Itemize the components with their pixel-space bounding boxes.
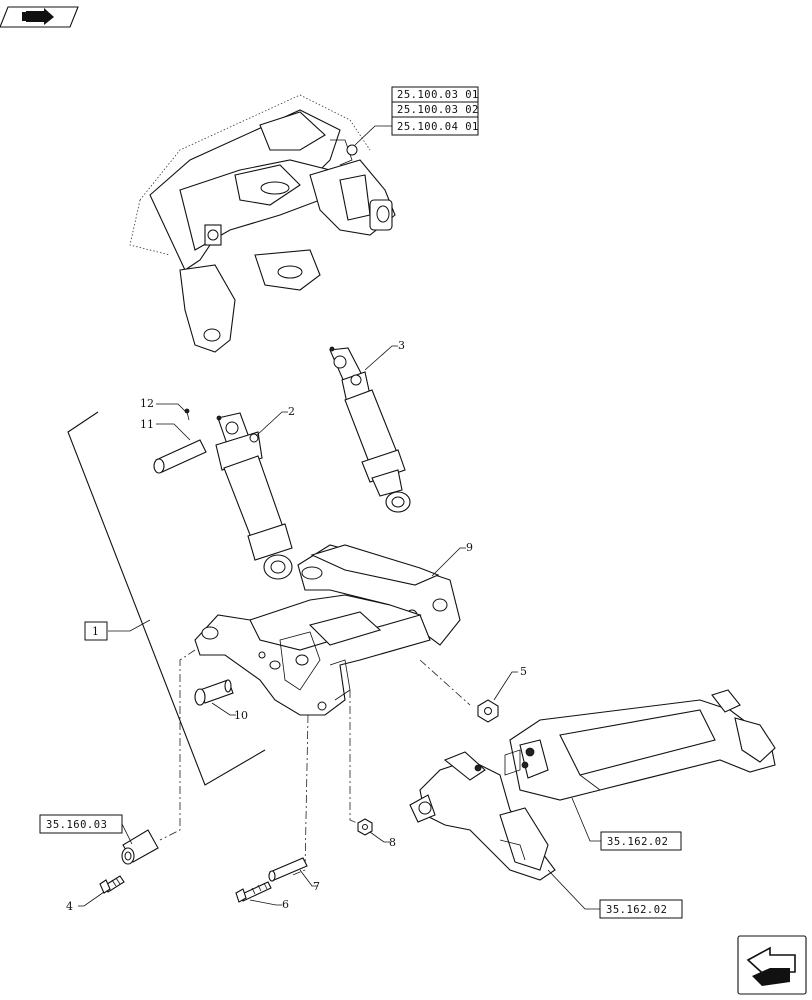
nut-5 [477,699,499,723]
callout-7: 7 [313,880,320,893]
callout-6: 6 [282,898,289,911]
leader-3 [364,345,398,371]
callout-5: 5 [520,665,527,678]
ref-35-162-02-upper[interactable]: 35.162.02 [607,836,668,848]
ref-box-35-160-03[interactable]: 35.160.03 [39,814,123,834]
ref-box-group-top[interactable]: 25.100.03 01 25.100.03 02 25.100.04 01 [391,86,479,136]
leader-8 [369,831,390,843]
ref-box-35-162-02-upper[interactable]: 35.162.02 [600,831,682,851]
hydraulic-cylinder-2 [215,412,293,580]
leader-5 [493,671,518,701]
assembly-line-nut [419,659,471,706]
pin-10 [194,679,234,706]
leader-7 [299,869,318,887]
leader-10 [211,702,236,716]
callout-12: 12 [140,397,154,410]
callout-4: 4 [66,900,73,913]
assembly-line-right-a [349,690,363,826]
leader-top-ref [354,125,392,146]
ref-35-162-02-lower[interactable]: 35.162.02 [606,904,667,916]
ref-box-35-162-02-lower[interactable]: 35.162.02 [599,899,683,919]
lower-link-arm-lower [409,751,556,881]
leader-9 [431,547,466,577]
kit-bracket-line [67,411,266,786]
next-page-arrow-icon[interactable] [737,935,807,995]
callout-10: 10 [234,709,248,722]
ref-25-100-03-02[interactable]: 25.100.03 02 [397,104,479,116]
leader-35-162-02-upper [571,797,601,842]
book-arrow-icon[interactable] [0,6,79,28]
leader-4 [78,891,105,907]
pin-7 [268,857,308,882]
callout-11: 11 [140,418,154,431]
callout-3: 3 [398,339,405,352]
ref-25-100-04-01[interactable]: 25.100.04 01 [397,121,479,133]
nut-8 [357,818,373,836]
pin-11 [153,439,207,474]
clip-12 [184,408,190,421]
assembly-line-mid [289,714,309,877]
kit-label-1[interactable]: 1 [92,625,99,638]
leader-2 [255,411,288,437]
bolt-6 [235,881,272,903]
callout-8: 8 [389,836,396,849]
leader-6 [249,899,282,906]
ref-35-160-03[interactable]: 35.160.03 [46,819,107,831]
rear-axle-housing [129,94,396,353]
kit-label-box[interactable]: 1 [84,621,108,641]
lower-link-arm-upper [504,689,776,801]
ref-25-100-03-01[interactable]: 25.100.03 01 [397,89,479,101]
leader-35-162-02-lower [547,869,600,910]
bolt-4 [99,875,125,894]
leader-12 [156,403,187,413]
bushing [121,829,159,865]
lift-bracket-body [194,594,431,716]
callout-9: 9 [466,541,473,554]
assembly-line-left [159,649,196,841]
leader-35-160-03 [121,823,133,845]
callout-2: 2 [288,405,295,418]
leader-1 [108,619,151,632]
hydraulic-cylinder-3 [329,346,411,513]
leader-11 [156,423,191,441]
